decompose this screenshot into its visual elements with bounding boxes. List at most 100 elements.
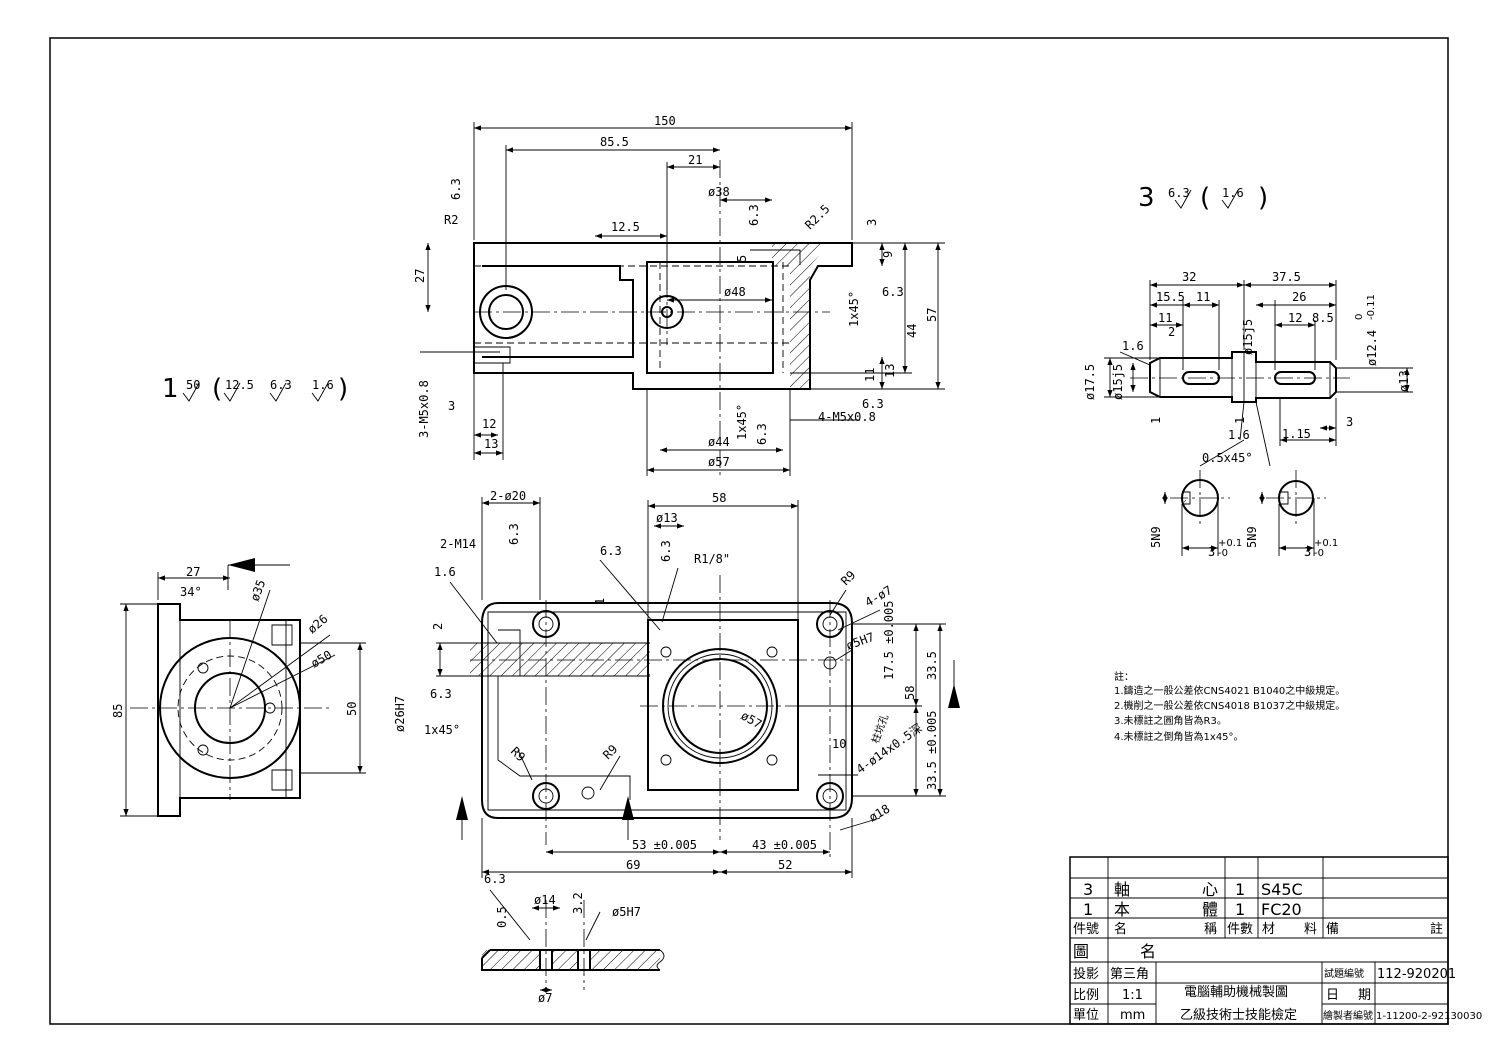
dim-33-5-tol: 33.5 ±0.005 — [925, 711, 939, 790]
dim-13: 13 — [883, 364, 897, 378]
sec-tol-a-up: +0.1 — [1218, 538, 1242, 549]
dim-d35: ø35 — [248, 578, 269, 603]
tb-date-a: 日 — [1326, 988, 1339, 1003]
title-block: 3 軸 心 1 S45C 1 本 體 1 FC20 件號 名 稱 件數 材 料 … — [1069, 856, 1482, 1025]
dim-3b: 3 — [448, 399, 455, 413]
dim-12: 12 — [482, 417, 496, 431]
finish-check-icon — [311, 382, 329, 402]
finish-check-icon — [1221, 189, 1239, 209]
dim-finish-6-3-f4: 6.3 — [430, 687, 452, 701]
dim-9: 9 — [881, 251, 895, 258]
tb-projection-label: 投影 — [1073, 966, 1099, 982]
tb-hdr-name-b: 稱 — [1204, 922, 1217, 937]
dim-r9-c: R9 — [600, 742, 620, 762]
dim-33-5: 33.5 — [925, 651, 939, 680]
tb-exam-line2: 乙級技術士技能檢定 — [1180, 1007, 1297, 1023]
dim-finish-1-6: 1.6 — [434, 565, 456, 579]
shaft-37-5: 37.5 — [1272, 270, 1301, 284]
finish-check-icon — [1174, 189, 1192, 209]
sec-tol-b-up: +0.1 — [1314, 538, 1338, 549]
sec-5n9-b: 5N9 — [1245, 526, 1259, 548]
tb-row1-name-a: 軸 — [1114, 880, 1130, 899]
dim-r9-a: R9 — [838, 568, 858, 588]
side-view: 27 34° ø35 ø26 ø50 85 50 — [111, 558, 366, 817]
tb-scale-label: 比例 — [1073, 988, 1099, 1003]
dim-r2: R2 — [444, 213, 458, 227]
tb-row1-material: S45C — [1261, 880, 1303, 899]
part1-finish-group: 1 50 ( 12.5 6.3 1.6 ) — [162, 374, 348, 404]
shaft-8-5: 8.5 — [1312, 311, 1334, 325]
dim-85-5: 85.5 — [600, 135, 629, 149]
part3-finish-group: 3 6.3 ( 1.6 ) — [1138, 183, 1268, 213]
section-view: 6.3 ø14 3.2 ø5H7 0.5 ø7 — [481, 872, 665, 1005]
dim-r9-b: R9 — [508, 744, 528, 764]
sec-5n9-a: 5N9 — [1149, 526, 1163, 548]
shaft-chamfer: 0.5x45° — [1202, 451, 1253, 465]
part1-finish-c: 1.6 — [312, 378, 334, 392]
note-3: 3.未標註之圓角皆為R3。 — [1114, 714, 1227, 727]
shaft-15-5: 15.5 — [1156, 290, 1185, 304]
sec-3-2: 3.2 — [571, 892, 585, 914]
dim-finish-6-3-f3: 6.3 — [659, 540, 673, 562]
tb-date-b: 期 — [1358, 988, 1371, 1003]
dim-2-m14: 2-M14 — [440, 537, 476, 551]
dim-finish-6-3e: 6.3 — [862, 397, 884, 411]
general-notes: 註： 1.鑄造之一般公差依CNS4021 B1040之中級規定。 2.機削之一般… — [1114, 671, 1345, 743]
tb-exam-line1: 電腦輔助機械製圖 — [1184, 985, 1288, 1000]
dim-1: 1 — [593, 598, 607, 605]
part1-finish-open: ( — [212, 374, 222, 404]
shaft-2: 2 — [1168, 325, 1175, 339]
front-view: 2-ø20 58 ø13 2-M14 6.3 6.3 6.3 R1/8" 1.6… — [393, 489, 960, 878]
dim-53: 53 ±0.005 — [632, 838, 697, 852]
dim-11: 11 — [863, 368, 877, 382]
shaft-11b: 11 — [1158, 311, 1172, 325]
shaft-finish-1-6b: 1.6 — [1228, 428, 1250, 442]
dim-12-5: 12.5 — [611, 220, 640, 234]
dim-finish-6-3d: 6.3 — [755, 423, 769, 445]
dim-d26h7: ø26H7 — [393, 696, 407, 732]
finish-check-icon — [182, 382, 200, 402]
dim-d50: ø50 — [309, 648, 335, 671]
dim-d44: ø44 — [708, 435, 730, 449]
sec-0-5: 0.5 — [495, 906, 509, 928]
dim-d26: ø26 — [305, 612, 331, 637]
dim-150: 150 — [654, 114, 676, 128]
sec-d5h7: ø5H7 — [612, 905, 641, 919]
tb-hdr-note-b: 註 — [1430, 922, 1443, 937]
dim-finish-6-3-f2: 6.3 — [600, 544, 622, 558]
dim-27: 27 — [413, 269, 427, 283]
dim-44: 44 — [905, 324, 919, 338]
tb-row2-no: 1 — [1083, 900, 1093, 919]
dim-21: 21 — [688, 153, 702, 167]
tb-hdr-qty: 件數 — [1227, 922, 1253, 937]
tb-drawing-name-b: 名 — [1140, 942, 1156, 961]
dim-finish-6-3-f1: 6.3 — [507, 523, 521, 545]
shaft-d12-4: ø12.4 — [1365, 330, 1379, 366]
part1-id: 1 — [162, 374, 179, 404]
tb-drafter-value: 1-11200-2-92130030 — [1376, 1011, 1482, 1022]
shaft-tol-upper: 0 — [1354, 314, 1365, 320]
tb-scale-value: 1:1 — [1122, 988, 1143, 1003]
dim-69: 69 — [626, 858, 640, 872]
shaft-11a: 11 — [1196, 290, 1210, 304]
dim-17-5: 17.5 ±0.005 — [882, 601, 896, 680]
tb-row1-name-b: 心 — [1202, 880, 1218, 899]
sec-3-b: 3 — [1304, 545, 1311, 559]
shaft-view: 32 37.5 15.5 11 26 11 2 12 8.5 ø15j5 ø12… — [1083, 270, 1413, 467]
dim-finish-6-3: 6.3 — [449, 178, 463, 200]
tb-row2-name-a: 本 — [1114, 900, 1130, 919]
tb-row1-qty: 1 — [1235, 880, 1245, 899]
sec-finish-6-3: 6.3 — [484, 872, 506, 886]
shaft-d17-5: ø17.5 — [1083, 364, 1097, 400]
shaft-1b: 1 — [1233, 417, 1247, 424]
tb-unit-label: 單位 — [1073, 1008, 1099, 1023]
tb-hdr-note-a: 備 — [1326, 921, 1339, 937]
shaft-sections: 5N9 3 +0.1 -0 5N9 3 +0.1 -0 — [1149, 470, 1338, 559]
shaft-26: 26 — [1292, 290, 1306, 304]
shaft-1a: 1 — [1149, 417, 1163, 424]
tb-hdr-name-a: 名 — [1114, 921, 1127, 937]
part1-finish-b: 6.3 — [270, 378, 292, 392]
top-view: 150 85.5 21 ø38 12.5 R2 R2.5 6.3 6.3 3 9… — [413, 114, 945, 476]
dim-r2-5: R2.5 — [802, 202, 832, 232]
tb-row1-no: 3 — [1083, 880, 1093, 899]
